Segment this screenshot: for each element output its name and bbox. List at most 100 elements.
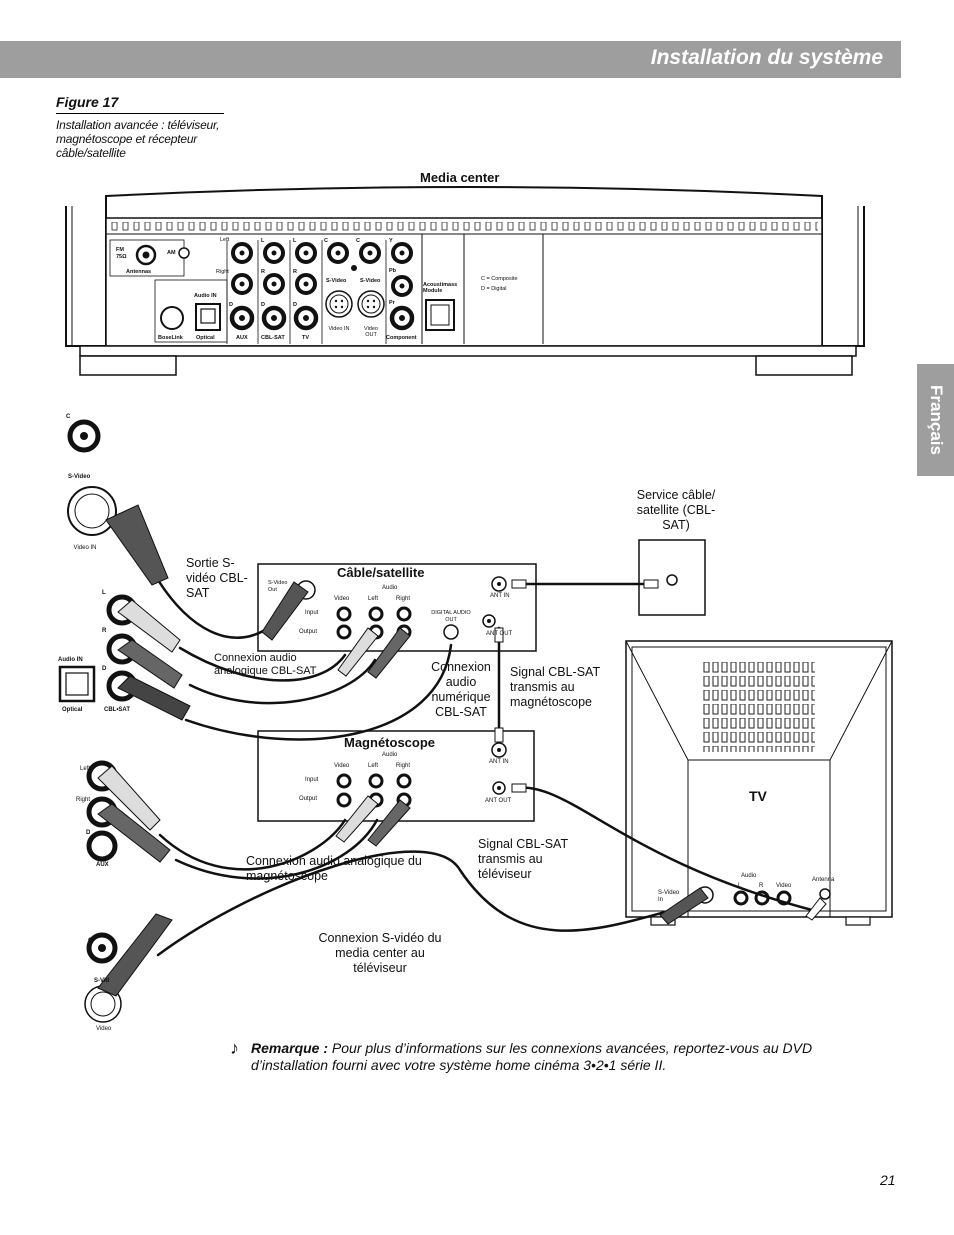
mc-r-label-cbl: R [261, 269, 265, 275]
bp-svideo-label: S-Vid [94, 978, 110, 984]
cb-ant-out-label: ANT OUT [486, 631, 513, 637]
mc-left-label: Left [220, 237, 230, 243]
tv-l-label: L [738, 883, 742, 889]
cb-output-label: Output [299, 629, 318, 635]
vcr-input-label: Input [305, 777, 319, 783]
note-text: Pour plus d’informations sur les connexi… [251, 1040, 813, 1073]
vcr-ant-out-label: ANT OUT [485, 798, 512, 804]
mc-pb-label: Pb [389, 268, 397, 274]
vcr-unit [257, 730, 535, 822]
mc-video-in-label: Video IN [328, 326, 350, 332]
note-label: Remarque : [251, 1040, 329, 1056]
cables [156, 578, 814, 957]
callout-svideo-out: Sortie S-vidéo CBL-SAT [186, 556, 248, 600]
mc-c-label-2: C [356, 238, 360, 244]
tv-video-label: Video [776, 883, 792, 889]
cb-svideo-out-label: S-Video Out [268, 580, 288, 593]
tv-antenna-label: Antenna [812, 877, 835, 883]
cb-video-label: Video [334, 596, 350, 602]
mc-d-label-tv: D [293, 302, 297, 308]
wall-outlet [638, 539, 706, 616]
vcr-output-label: Output [299, 796, 318, 802]
mc-aux-label: AUX [236, 335, 248, 341]
vcr-audio-label: Audio [382, 752, 398, 758]
callout-signal-to-tv: Signal CBL-SAT transmis au téléviseur [478, 837, 568, 881]
tv-audio-label: Audio [741, 873, 757, 879]
mc-component-label: Component [386, 335, 417, 341]
vcr-video-label: Video [334, 763, 350, 769]
mc-r-label-tv: R [293, 269, 297, 275]
media-center-title: Media center [420, 170, 500, 185]
mc-c-label-1: C [324, 238, 328, 244]
cb-right-label: Right [396, 596, 411, 602]
tv-unit [625, 640, 893, 926]
lp-video-in-label: Video IN [73, 545, 97, 551]
tv-title: TV [749, 788, 767, 804]
vcr-ant-in-label: ANT IN [489, 759, 509, 765]
mc-tv-label: TV [302, 335, 310, 341]
bp-c-label: C [88, 938, 93, 944]
wall-service-label: Service câble/ satellite (CBL-SAT) [636, 488, 716, 532]
mc-am-label: AM [167, 250, 176, 256]
lp-optical-label: Optical [62, 707, 83, 713]
mc-legend-composite: C = Composite [481, 276, 518, 282]
bp-video-label: Video [96, 1026, 112, 1032]
mc-legend-digital: D = Digital [481, 286, 507, 292]
tv-r-label: R [759, 883, 764, 889]
aux-d-label: D [86, 830, 91, 836]
callout-analog-vcr: Connexion audio analogique du magnétosco… [246, 854, 422, 883]
music-note-icon: ♪ [230, 1038, 239, 1058]
media-center-unit [65, 186, 865, 376]
page-number: 21 [880, 1172, 896, 1188]
callout-analog-cbl: Connexion audio analogique CBL-SAT [214, 652, 317, 677]
mc-l-label-tv: L [293, 238, 297, 244]
vcr-right-label: Right [396, 763, 411, 769]
mc-audio-in-label: Audio IN [194, 293, 217, 299]
aux-label: AUX [96, 862, 109, 868]
lp-cbl-sat-label: CBL•SAT [104, 707, 130, 713]
plugs [97, 504, 827, 997]
lp-svideo-label: S-Video [68, 474, 91, 480]
mc-fm-ohm-label: 75Ω [116, 254, 127, 260]
figure-caption-block: Figure 17 Installation avancée : télévis… [56, 94, 224, 160]
tv-svideo-in-label: S-Video In [658, 890, 680, 903]
lp-r-label: R [102, 628, 107, 634]
mc-acoustimass-label: Acoustimass Module [423, 282, 458, 294]
vcr-title: Magnétoscope [344, 735, 436, 750]
figure-label: Figure 17 [56, 94, 224, 114]
cb-ant-in-label: ANT IN [490, 593, 510, 599]
cb-input-label: Input [305, 610, 319, 616]
lp-d-label: D [102, 666, 107, 672]
mc-boselink-label: BoseLink [158, 335, 183, 341]
lp-l-label: L [102, 590, 106, 596]
lp-c-label: C [66, 414, 71, 420]
mc-optical-label: Optical [196, 335, 215, 341]
aux-right-label: Right [76, 797, 91, 803]
mc-video-out-label: Video OUT [364, 326, 378, 338]
cb-digital-audio-out-label: DIGITAL AUDIO OUT [431, 610, 471, 623]
cable-box-title: Câble/satellite [337, 565, 425, 580]
mc-y-label: Y [389, 238, 393, 244]
figure-caption: Installation avancée : téléviseur, magné… [56, 118, 220, 160]
mc-antennas-label: Antennas [126, 269, 152, 275]
mc-d-label-aux: D [229, 302, 233, 308]
note-body: Remarque : Pour plus d’informations sur … [232, 1040, 892, 1074]
mc-right-label: Right [216, 269, 229, 275]
page-title: Installation du système [650, 46, 883, 69]
mc-svideo-label-2: S-Video [360, 278, 381, 284]
lp-audio-in-label: Audio IN [58, 657, 83, 663]
mc-fm-label: FM [116, 247, 124, 253]
language-tab: Français [917, 364, 954, 476]
mc-svideo-label-1: S-Video [326, 278, 347, 284]
note-block: ♪ Remarque : Pour plus d’informations su… [230, 1038, 892, 1074]
callout-digital-cbl: Connexion audio numérique CBL-SAT [431, 660, 491, 719]
mc-cbl-sat-label: CBL-SAT [261, 335, 285, 341]
aux-left-label: Left [80, 766, 91, 772]
cb-left-label: Left [368, 596, 379, 602]
mc-pr-label: Pr [389, 300, 395, 306]
callout-svideo-tv: Connexion S-vidéo du media center au tél… [318, 931, 442, 975]
vcr-left-label: Left [368, 763, 379, 769]
header-band: Installation du système [0, 41, 901, 78]
mc-l-label-cbl: L [261, 238, 265, 244]
